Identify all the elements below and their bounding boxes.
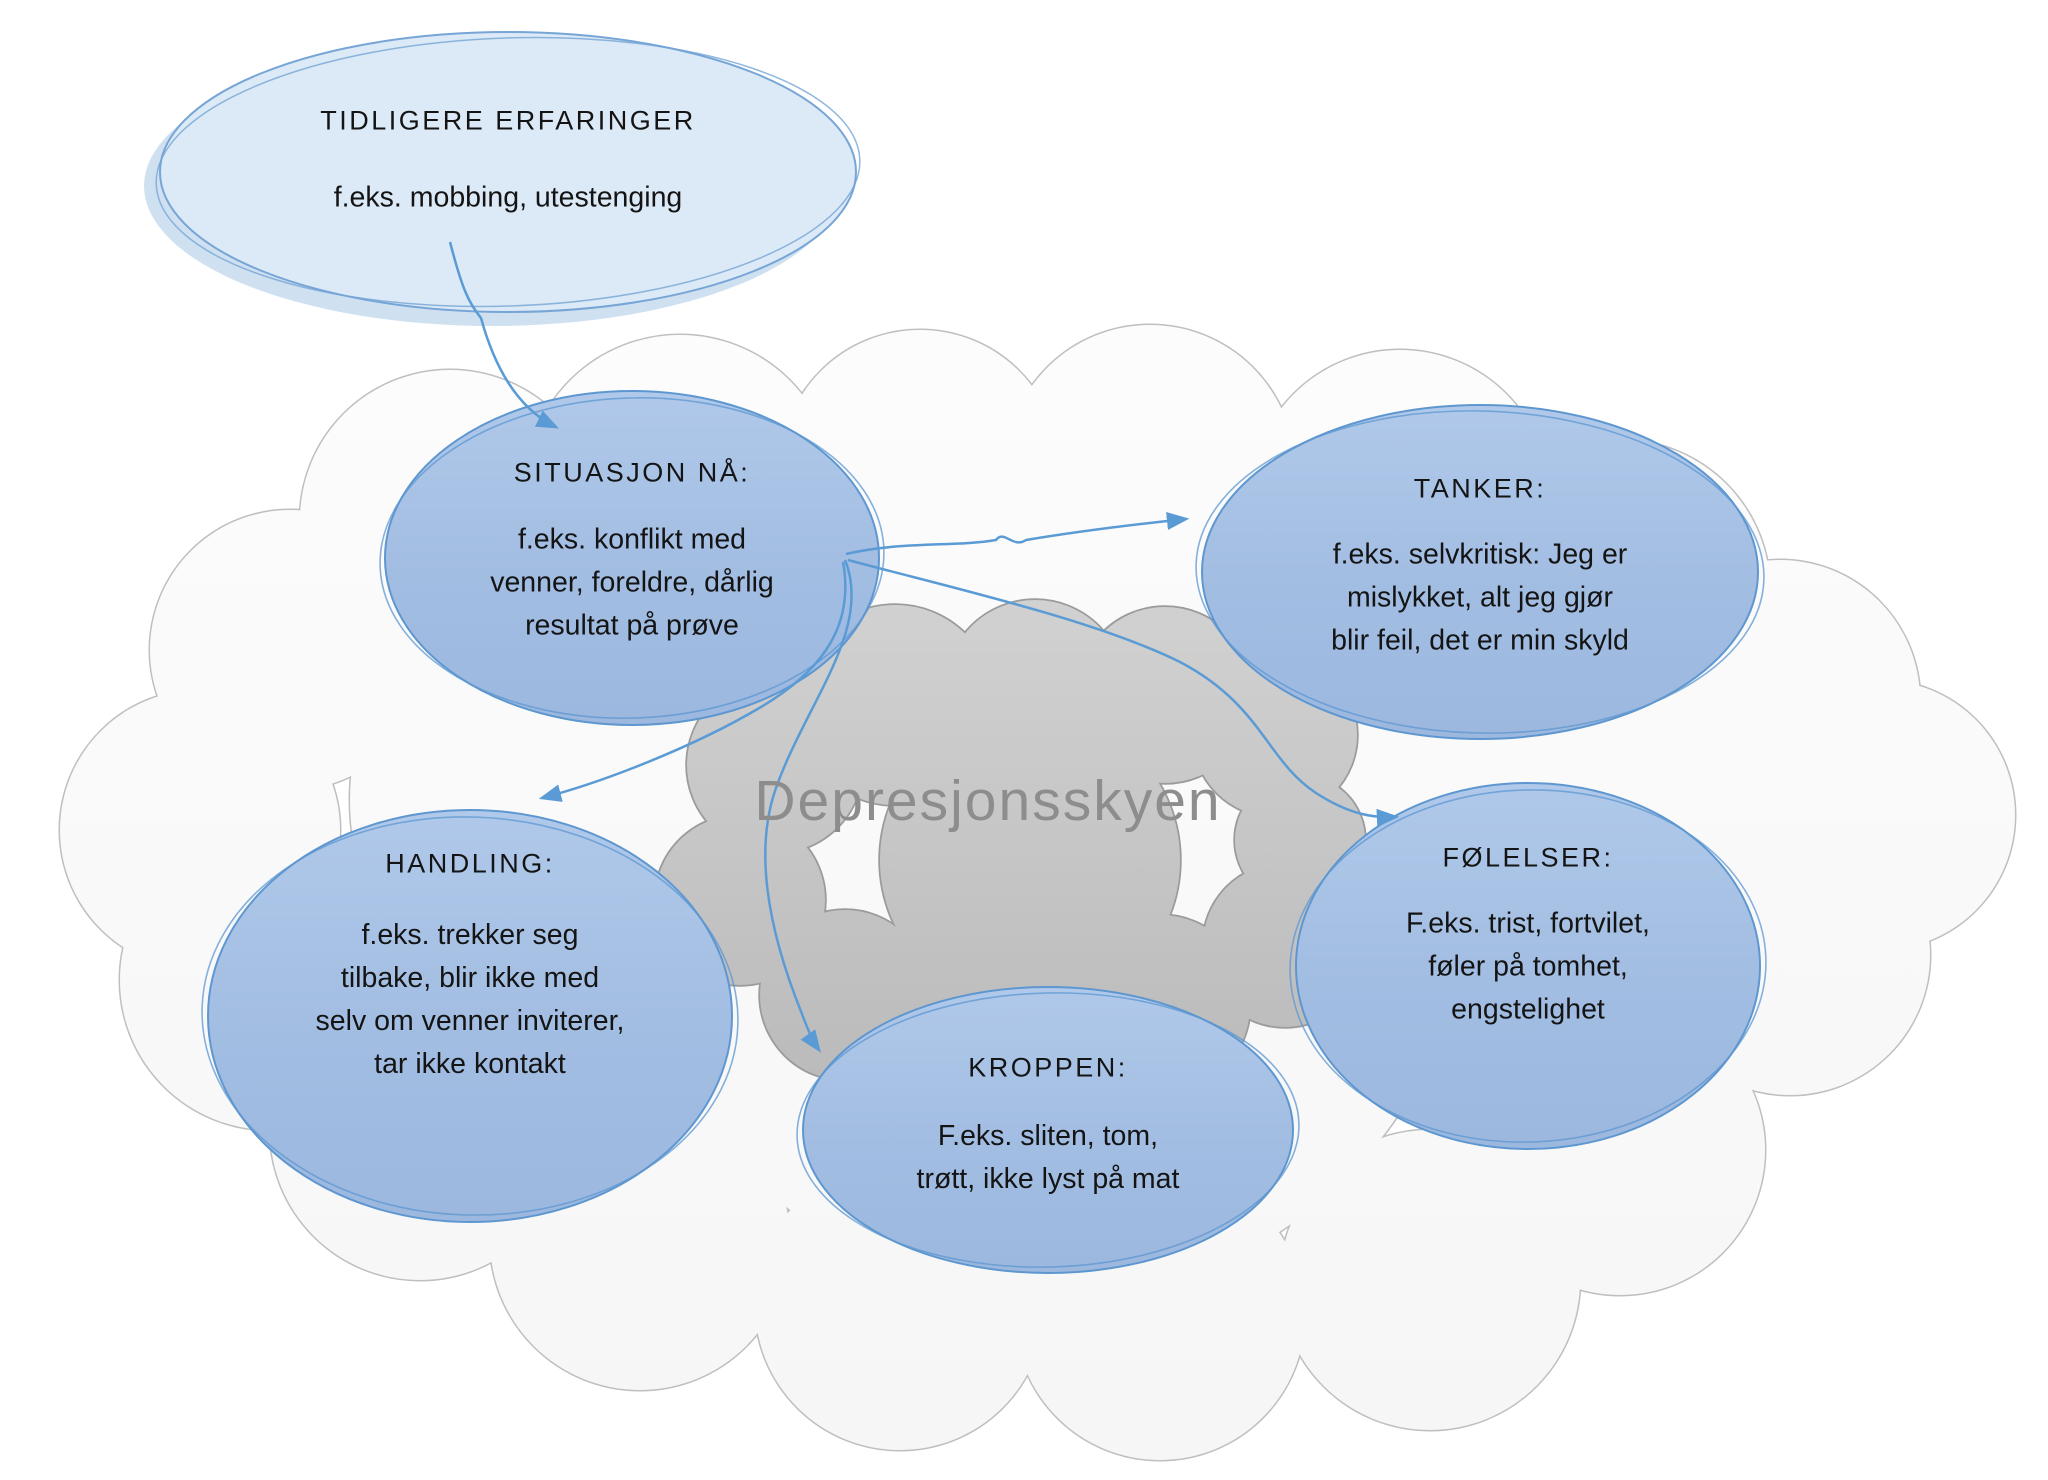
- node-ellipse-handling: [201, 809, 739, 1223]
- node-body-situasjon: f.eks. konflikt med venner, foreldre, då…: [490, 523, 774, 642]
- node-label-folelser: FØLELSER:: [1442, 842, 1614, 873]
- node-body-handling: f.eks. trekker seg tilbake, blir ikke me…: [315, 919, 625, 1080]
- arrow-situasjon-to-handling: [538, 561, 847, 802]
- node-ellipse-tanker: [1195, 404, 1765, 740]
- node-ellipse-tidligere: [144, 31, 861, 326]
- node-label-tanker: TANKER:: [1413, 473, 1547, 504]
- arrows: [448, 241, 1400, 1053]
- arrow-tidligere-to-situasjon: [448, 241, 560, 429]
- depression-cloud-title: Depresjonsskyen: [754, 769, 1222, 833]
- node-ellipse-situasjon: [379, 390, 885, 726]
- node-body-tidligere: f.eks. mobbing, utestenging: [333, 181, 683, 214]
- node-label-handling: HANDLING:: [385, 848, 555, 879]
- arrow-situasjon-to-tanker: [845, 512, 1190, 556]
- arrow-situasjon-to-folelser: [847, 558, 1400, 827]
- node-ellipse-folelser: [1289, 782, 1767, 1150]
- node-body-tanker: f.eks. selvkritisk: Jeg er mislykket, al…: [1331, 538, 1629, 657]
- arrow-situasjon-to-kroppen: [764, 559, 853, 1053]
- node-label-tidligere: TIDLIGERE ERFARINGER: [320, 105, 696, 136]
- node-label-situasjon: SITUASJON NÅ:: [513, 457, 751, 488]
- node-ellipse-kroppen: [796, 986, 1300, 1274]
- node-label-kroppen: KROPPEN:: [968, 1052, 1128, 1083]
- node-body-kroppen: F.eks. sliten, tom, trøtt, ikke lyst på …: [916, 1120, 1180, 1195]
- node-body-folelser: F.eks. trist, fortvilet, føler på tomhet…: [1406, 907, 1650, 1026]
